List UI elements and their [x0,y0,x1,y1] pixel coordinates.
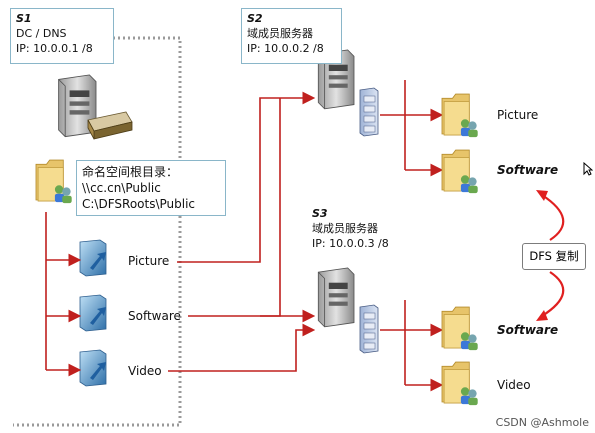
watermark: CSDN @Ashmole [495,416,589,429]
replication-arrowhead-up [536,190,548,201]
s1-boundary [13,36,182,427]
book-icon [87,111,133,140]
s2-title: S2 [247,12,263,25]
namespace-unc-path: \\cc.cn\Public [82,181,161,195]
s1-title: S1 [16,12,32,25]
s3-folder-video-label: Video [497,378,531,392]
s2-ip: IP: 10.0.0.2 /8 [247,42,324,55]
link-video-label: Video [128,364,162,378]
s1-ip: IP: 10.0.0.1 /8 [16,42,93,55]
s3-folder-software-label: Software [497,323,559,337]
link-software-label: Software [128,309,181,323]
s2-target-connectors [380,80,444,177]
s3-info-box: S3 域成员服务器 IP: 10.0.0.3 /8 [306,203,406,259]
s1-role: DC / DNS [16,27,67,40]
link-picture-label: Picture [128,254,170,268]
link-software-icon [79,294,107,332]
s2-role: 域成员服务器 [247,27,313,40]
s2-info-box: S2 域成员服务器 IP: 10.0.0.2 /8 [241,8,342,64]
s2-storage-icon [359,87,379,137]
namespace-local-path: C:\DFSRoots\Public [82,197,196,211]
s3-storage-icon [359,304,379,354]
link-picture-icon [79,239,107,277]
s1-link-connectors [45,212,82,377]
s3-title: S3 [312,207,328,220]
replication-arrowhead-down [536,310,548,321]
referral-lines [168,91,316,372]
dfs-replication-label: DFS 复制 [522,243,586,270]
link-video-icon [79,349,107,387]
s3-target-connectors [380,300,444,392]
s3-folder-video-icon [441,361,479,406]
s3-ip: IP: 10.0.0.3 /8 [312,237,389,250]
replication-arrows [541,194,565,317]
s2-folder-picture-icon [441,93,479,138]
s2-folder-picture-label: Picture [497,108,539,122]
s3-role: 域成员服务器 [312,222,378,235]
s3-folder-software-icon [441,306,479,351]
s2-folder-software-label: Software [497,163,559,177]
namespace-folder-icon [35,159,73,204]
mouse-cursor-icon [583,162,593,176]
s2-folder-software-icon [441,149,479,194]
namespace-root-box: 命名空间根目录： \\cc.cn\Public C:\DFSRoots\Publ… [76,160,226,216]
s3-server-icon [317,267,355,328]
s1-info-box: S1 DC / DNS IP: 10.0.0.1 /8 [10,8,114,64]
namespace-heading: 命名空间根目录： [82,165,179,179]
